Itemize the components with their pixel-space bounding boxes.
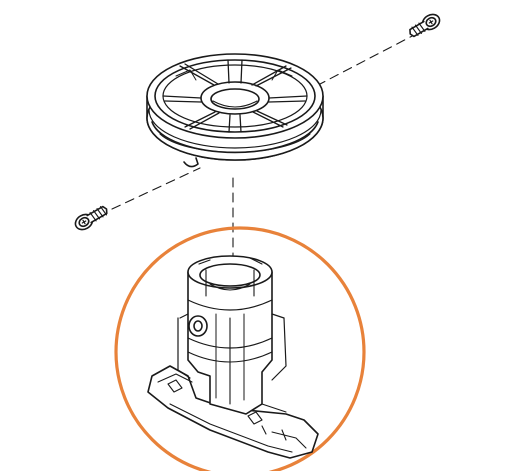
screw-icon-right <box>409 13 441 38</box>
mounting-bracket-icon <box>147 255 319 459</box>
highlight-circle <box>114 226 366 471</box>
pulley-wheel-icon <box>146 53 324 168</box>
screw-icon-left <box>74 205 108 231</box>
guide-line-left <box>111 167 201 210</box>
